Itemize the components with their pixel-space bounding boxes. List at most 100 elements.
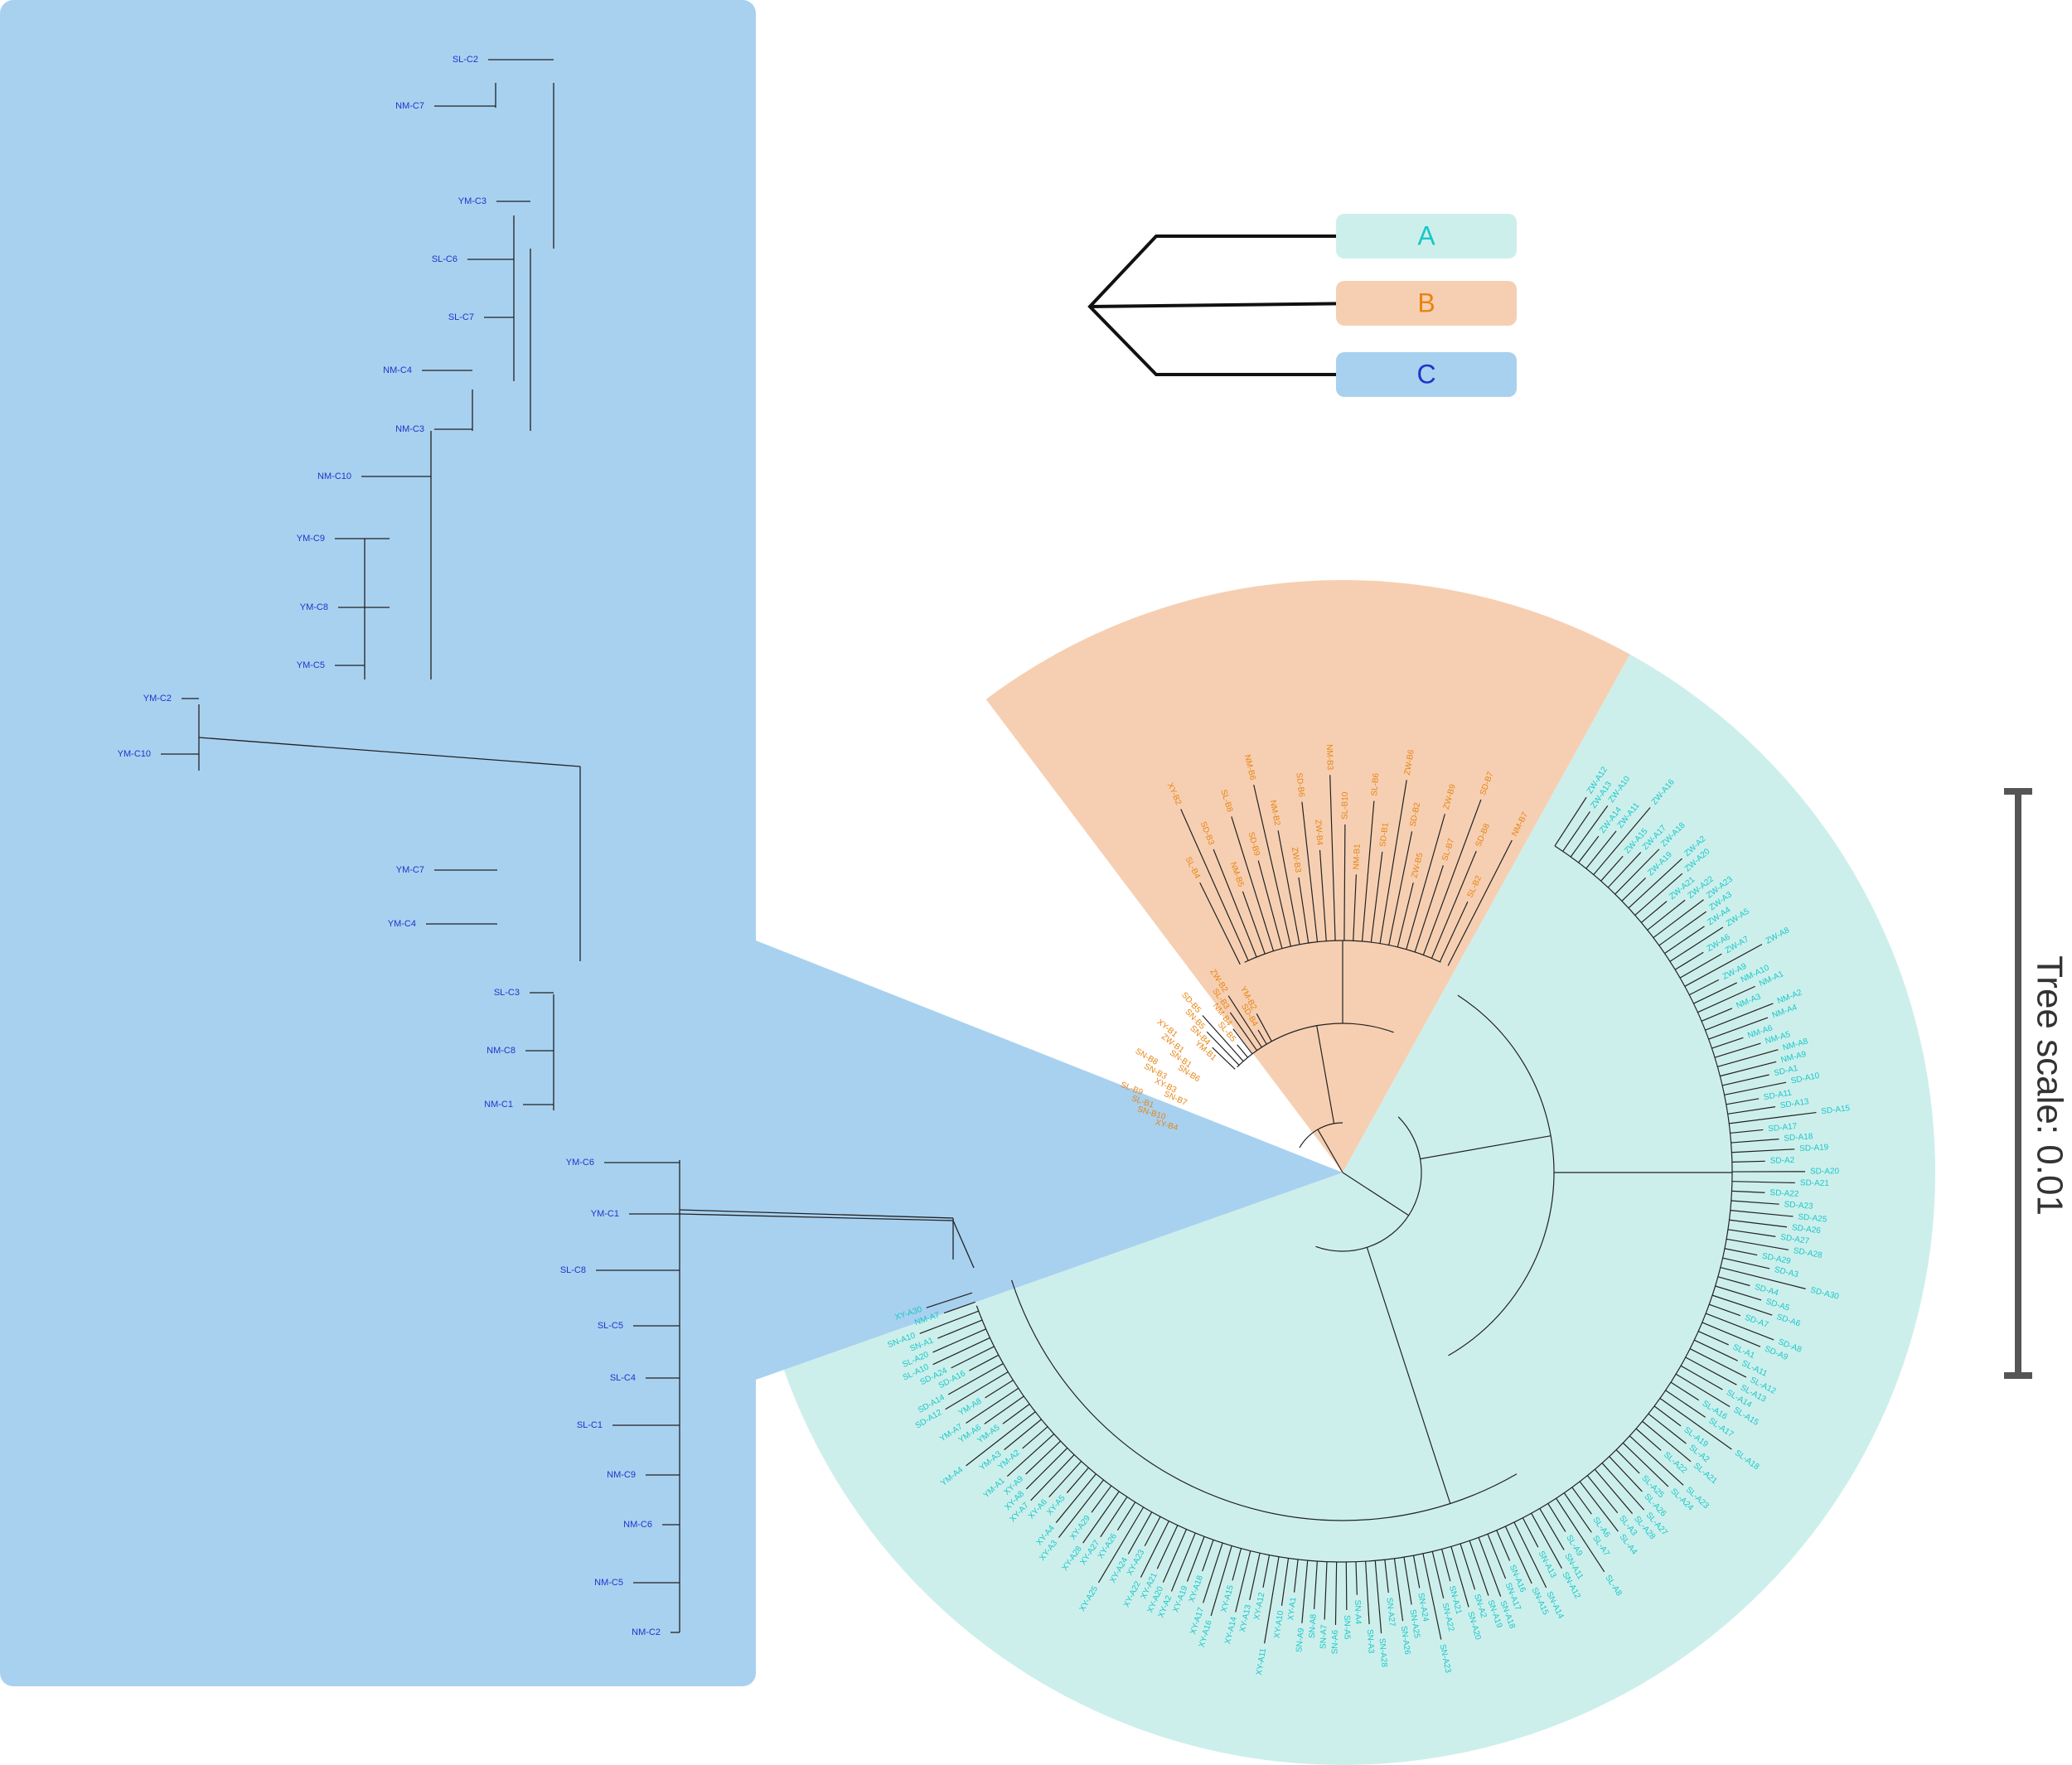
clade-a-leaf-branch	[926, 1292, 973, 1308]
clade-a-stem-1	[1420, 1135, 1552, 1160]
clade-a-leaf-branch	[1675, 1373, 1731, 1408]
clade-b-leaf-branch	[1180, 809, 1249, 961]
clade-a-leaf-branch	[1708, 1017, 1769, 1040]
clade-a-leaf-branch	[1717, 1049, 1779, 1067]
clade-a-leaf-branch	[1355, 1561, 1358, 1595]
clade-a-leaf-label: SN-A5	[1342, 1615, 1351, 1640]
clade-c-leaf-label: YM-C6	[566, 1158, 594, 1168]
clade-c-leaf-label: SL-C4	[610, 1373, 636, 1383]
clade-b-leaf-branch	[1439, 901, 1469, 963]
clade-b-leaf-branch	[1199, 882, 1241, 965]
legend-box-c	[1336, 352, 1517, 397]
clade-b-leaf-branch	[1379, 780, 1407, 944]
clade-a-leaf-branch	[1729, 1219, 1788, 1228]
clade-a-leaf-branch	[932, 1337, 990, 1366]
clade-a-leaf-branch	[1694, 1339, 1738, 1361]
clade-a-leaf-branch	[1607, 852, 1642, 888]
clade-c-leaf-label: SL-C3	[494, 988, 520, 998]
clade-b-leaf-branch	[1431, 850, 1477, 959]
clade-a-leaf-label: XY-A10	[1273, 1610, 1286, 1639]
clade-b-leaf-branch	[1242, 891, 1266, 955]
clade-a-leaf-branch	[1262, 1555, 1271, 1588]
clade-a-leaf-branch	[945, 1371, 1009, 1410]
clade-a-leaf-branch	[1642, 1420, 1692, 1463]
clade-a-leaf-branch	[1586, 1475, 1619, 1514]
clade-a-leaf-branch	[1731, 1139, 1779, 1144]
clade-b-leaf-label: SL-B10	[1341, 791, 1350, 820]
clade-a-leaf-branch	[1030, 1454, 1075, 1501]
clade-a-wedge	[762, 654, 1935, 1765]
clade-c-leaf-label: YM-C3	[458, 196, 487, 206]
legend-label-c: C	[1416, 359, 1435, 389]
clade-a-leaf-branch	[1601, 1463, 1645, 1511]
clade-a-leaf-branch	[1025, 1448, 1068, 1490]
clade-a-leaf-branch	[1585, 830, 1617, 869]
clade-b-leaf-branch	[1406, 814, 1445, 950]
clade-b-stem	[1316, 1025, 1335, 1124]
clade-a-leaf-label: SN-A8	[1308, 1613, 1319, 1639]
legend-box-a	[1336, 214, 1517, 259]
clade-a-leaf-label: SD-A21	[1800, 1178, 1830, 1188]
zoom-connector	[756, 941, 1343, 1380]
clade-a-leaf-branch	[1693, 982, 1737, 1004]
clade-b-leaf-branch	[1232, 1028, 1253, 1055]
clade-a-leaf-branch	[1615, 849, 1660, 895]
clade-a-leaf-label: SN-A28	[1377, 1638, 1388, 1668]
clade-a-leaf-branch	[1313, 1560, 1318, 1609]
clade-a-leaf-branch	[1422, 1553, 1442, 1640]
clade-c-leaf-label: NM-C4	[383, 365, 412, 375]
clade-c-leaf-label: NM-C1	[484, 1100, 513, 1110]
clade-a-leaf-branch	[1403, 1557, 1412, 1605]
clade-a-leaf-branch	[1100, 1497, 1128, 1538]
clade-a-leaf-branch	[1689, 1348, 1747, 1378]
clade-a-outer-arc	[975, 845, 1733, 1563]
clade-b-leaf-branch	[1256, 1013, 1272, 1042]
clade-b-leaf-label: SD-B1	[1378, 822, 1391, 848]
clade-a-leaf-label: SD-A25	[1798, 1212, 1828, 1224]
clade-c-leaf-label: YM-C2	[143, 694, 172, 704]
clade-a-leaf-label: XY-A1	[1286, 1597, 1298, 1621]
legend-cladogram	[1087, 235, 1364, 376]
clade-a-leaf-branch	[932, 1328, 986, 1353]
clade-a-leaf-branch	[1563, 1492, 1592, 1533]
clade-a-leaf-branch	[1724, 1081, 1787, 1095]
clade-a-leaf-branch	[1615, 1449, 1640, 1474]
clade-a-leaf-branch	[1701, 1008, 1733, 1022]
clade-a-inner-arc-1	[1448, 994, 1555, 1356]
clade-a-leaf-branch	[1504, 1526, 1532, 1584]
clade-a-leaf-branch	[1280, 1558, 1290, 1606]
clade-b-leaf-label: ZW-B4	[1313, 820, 1324, 846]
clade-a-leaf-branch	[1731, 1148, 1795, 1153]
clade-a-leaf-branch	[1066, 1467, 1089, 1493]
clade-a-leaf-branch	[1127, 1511, 1153, 1555]
clade-a-leaf-branch	[1680, 1365, 1723, 1390]
clade-a-leaf-branch	[1441, 1549, 1451, 1582]
clade-c-leaf-label: SL-C6	[432, 254, 457, 264]
clade-a-leaf-branch	[1156, 1525, 1179, 1569]
clade-a-leaf-label: SN-A9	[1295, 1627, 1306, 1653]
clade-c-leaf-label: YM-C10	[118, 749, 151, 759]
clade-b-leaf-branch	[1370, 851, 1383, 943]
clade-a-leaf-branch	[1460, 1543, 1476, 1590]
clade-a-leaf-branch	[1727, 1229, 1776, 1237]
clade-a-leaf-branch	[1709, 1303, 1741, 1317]
legend-label-b: B	[1417, 288, 1435, 317]
clade-a-leaf-branch	[1593, 807, 1651, 875]
clade-a-leaf-branch	[1513, 1521, 1547, 1588]
clade-b-leaf-branch	[1231, 816, 1275, 951]
clade-a-leaf-branch	[1621, 878, 1647, 902]
clade-a-leaf-branch	[1715, 1285, 1762, 1301]
clade-b-wedge	[985, 580, 1630, 1173]
clade-b-leaf-branch	[1213, 849, 1257, 958]
clade-c-leaf-label: NM-C2	[632, 1627, 661, 1637]
clade-c-leaf-label: NM-C6	[623, 1520, 652, 1530]
clade-b-inner-arc	[1237, 1023, 1394, 1068]
legend-label-a: A	[1417, 220, 1435, 250]
clade-a-root-branch	[1342, 1172, 1410, 1216]
clade-c-leaf-label: NM-C8	[487, 1046, 516, 1056]
clade-a-leaf-branch	[1702, 1322, 1761, 1347]
circular-tree-wedges	[762, 580, 1935, 1765]
clade-b-upper-arc	[1244, 940, 1441, 963]
clade-a-leaf-branch	[1578, 835, 1600, 863]
clade-c-leaf-label: YM-C4	[388, 919, 416, 929]
